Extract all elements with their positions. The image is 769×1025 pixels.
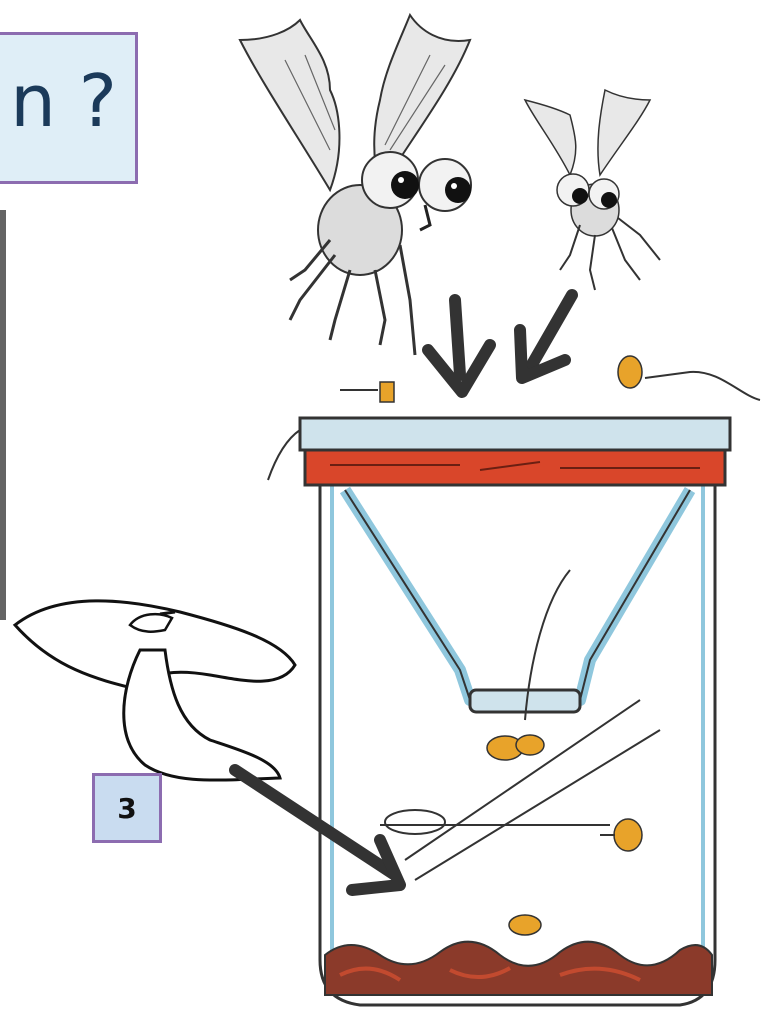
title-box: n ? bbox=[0, 32, 138, 184]
small-fly-icon bbox=[525, 90, 660, 290]
large-fly-icon bbox=[240, 15, 471, 355]
arrow-icon bbox=[520, 295, 572, 378]
fly-icon bbox=[509, 915, 541, 935]
arrow-icon bbox=[428, 300, 490, 392]
step-label-box: 3 bbox=[92, 773, 162, 843]
fly-icon bbox=[618, 356, 760, 400]
step-label: 3 bbox=[117, 792, 136, 825]
wire-line bbox=[268, 430, 300, 480]
banana-peel-icon bbox=[15, 601, 295, 780]
fly-icon bbox=[340, 382, 394, 402]
title-text: n ? bbox=[10, 65, 117, 137]
